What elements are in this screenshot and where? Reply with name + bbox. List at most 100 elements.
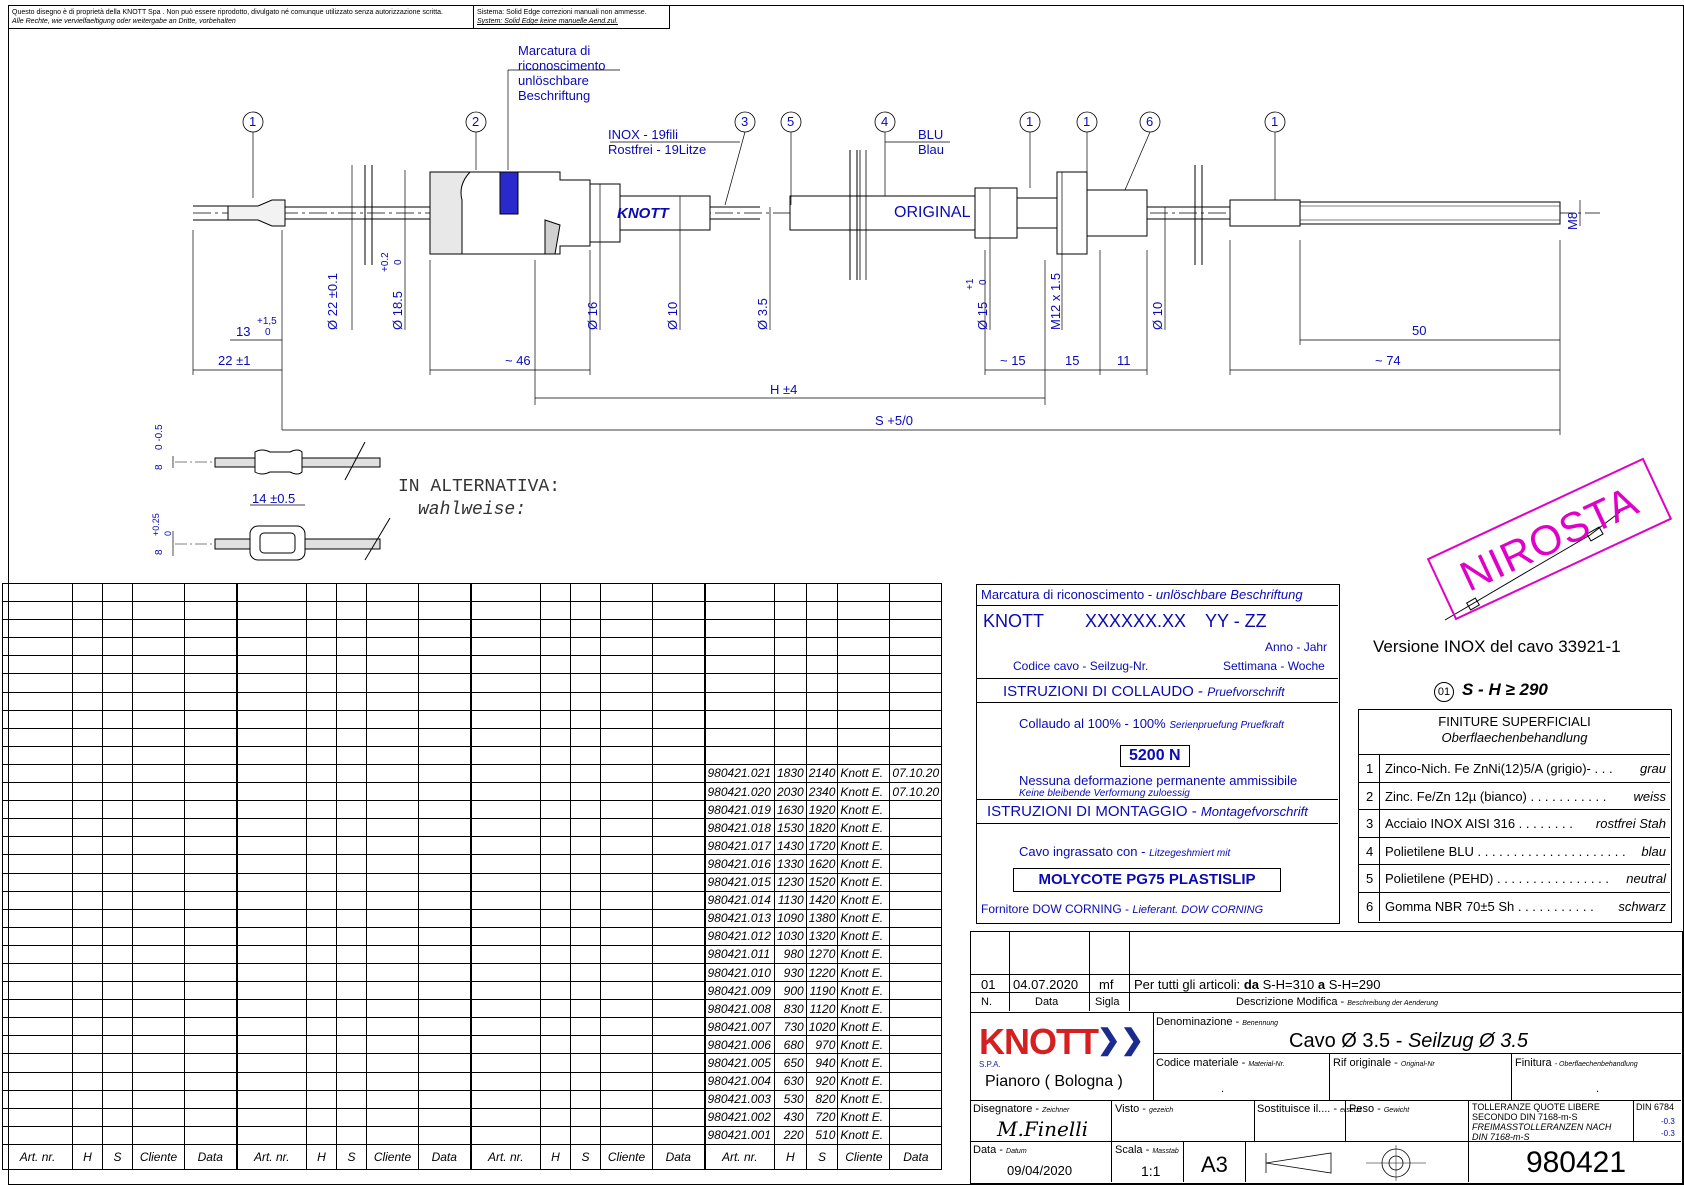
empty-cell: [366, 1017, 419, 1037]
table-cell: 1230: [774, 872, 807, 892]
table-cell: 680: [774, 1035, 807, 1055]
empty-cell: [366, 655, 419, 675]
deform-note-de: Keine bleibende Verformung zuloessig: [1019, 788, 1190, 799]
table-cell: 980421.007: [703, 1017, 775, 1037]
empty-cell: [2, 1107, 73, 1127]
balloon-1c: 1: [1083, 114, 1090, 129]
empty-cell: [418, 836, 471, 856]
table-cell: Knott E.: [837, 872, 891, 892]
alt-dim-8b: 8: [154, 549, 165, 555]
table-cell: 980421.009: [703, 981, 775, 1001]
empty-cell: [600, 1089, 653, 1109]
empty-cell: [102, 763, 133, 784]
empty-cell: [600, 1053, 653, 1073]
empty-cell: [652, 926, 705, 946]
sh-note: S - H ≥ 290: [1462, 680, 1548, 699]
empty-cell: [366, 836, 419, 856]
empty-cell: [102, 1053, 133, 1073]
dim-11: 11: [1117, 353, 1131, 368]
empty-cell: [336, 1089, 367, 1109]
empty-cell: [235, 745, 307, 765]
empty-cell: [235, 1089, 307, 1109]
finitura-de: - Oberflaechenbehandlung: [1554, 1061, 1638, 1068]
empty-cell: [469, 601, 541, 621]
empty-cell: [366, 782, 419, 802]
empty-cell: [570, 1053, 601, 1073]
finitura-german: blau: [1641, 843, 1666, 859]
empty-cell: [2, 944, 73, 964]
empty-cell: [132, 619, 185, 639]
empty-cell: [540, 673, 571, 693]
empty-cell: [184, 1053, 237, 1073]
dim-d10a: Ø 10: [665, 301, 680, 330]
empty-cell: [235, 655, 307, 675]
empty-cell: [306, 1089, 337, 1109]
empty-cell: [102, 908, 133, 928]
empty-cell: [235, 1107, 307, 1127]
empty-cell: [184, 1017, 237, 1037]
table-cell: 980421.011: [703, 944, 775, 964]
empty-cell: [600, 745, 653, 765]
empty-cell: [703, 655, 775, 675]
balloon-4: 4: [881, 114, 888, 129]
empty-cell: [2, 691, 73, 711]
revision-sigla: mf: [1099, 977, 1114, 992]
table-row: [2, 709, 943, 729]
table-cell: [889, 981, 943, 1001]
empty-cell: [306, 926, 337, 946]
empty-cell: [418, 637, 471, 657]
finitura-value: .: [1596, 1083, 1600, 1095]
empty-cell: [2, 582, 73, 603]
empty-cell: [652, 582, 705, 603]
table-cell: 980421.017: [703, 836, 775, 856]
empty-cell: [418, 1017, 471, 1037]
dim-15b: 15: [1065, 353, 1080, 368]
empty-cell: [540, 709, 571, 729]
empty-cell: [774, 655, 807, 675]
dim-d22: Ø 22 ±0.1: [325, 272, 340, 330]
empty-cell: [703, 582, 775, 603]
dim-13-tol-up: +1,5: [257, 316, 277, 327]
empty-cell: [600, 601, 653, 621]
revision-desc-mid: S-H=310: [1259, 977, 1318, 992]
empty-cell: [235, 999, 307, 1019]
empty-cell: [184, 1071, 237, 1091]
empty-cell: [235, 836, 307, 856]
revision-head-data: Data: [1035, 996, 1059, 1008]
empty-cell: [418, 999, 471, 1019]
finitura-german: weiss: [1633, 788, 1666, 804]
finitura-label: Finitura - Oberflaechenbehandlung: [1515, 1057, 1638, 1069]
finitura-german: neutral: [1626, 871, 1666, 886]
empty-cell: [600, 908, 653, 928]
empty-cell: [469, 1107, 541, 1127]
dim-74: ~ 74: [1375, 353, 1401, 368]
empty-cell: [366, 981, 419, 1001]
empty-cell: [418, 818, 471, 838]
empty-cell: [774, 745, 807, 765]
empty-cell: [600, 655, 653, 675]
empty-cell: [235, 1035, 307, 1055]
denominazione-label: Denominazione - Benennung: [1156, 1016, 1278, 1028]
empty-cell: [837, 709, 891, 729]
revision-head-sigla: Sigla: [1095, 996, 1120, 1008]
empty-cell: [469, 1053, 541, 1073]
table-cell: 07.10.20: [889, 763, 943, 784]
empty-cell: [306, 854, 337, 874]
table-cell: 1130: [774, 890, 807, 910]
empty-cell: [570, 836, 601, 856]
collaudo-line: Collaudo al 100% - 100% Serienpruefung P…: [1019, 716, 1284, 731]
empty-cell: [235, 854, 307, 874]
table-cell: 07.10.20: [889, 782, 943, 802]
empty-cell: [570, 601, 601, 621]
empty-cell: [366, 854, 419, 874]
empty-cell: [336, 1017, 367, 1037]
table-cell: Knott E.: [837, 1089, 891, 1109]
empty-cell: [805, 601, 839, 621]
empty-cell: [132, 727, 185, 747]
empty-cell: [652, 1107, 705, 1127]
empty-cell: [570, 999, 601, 1019]
